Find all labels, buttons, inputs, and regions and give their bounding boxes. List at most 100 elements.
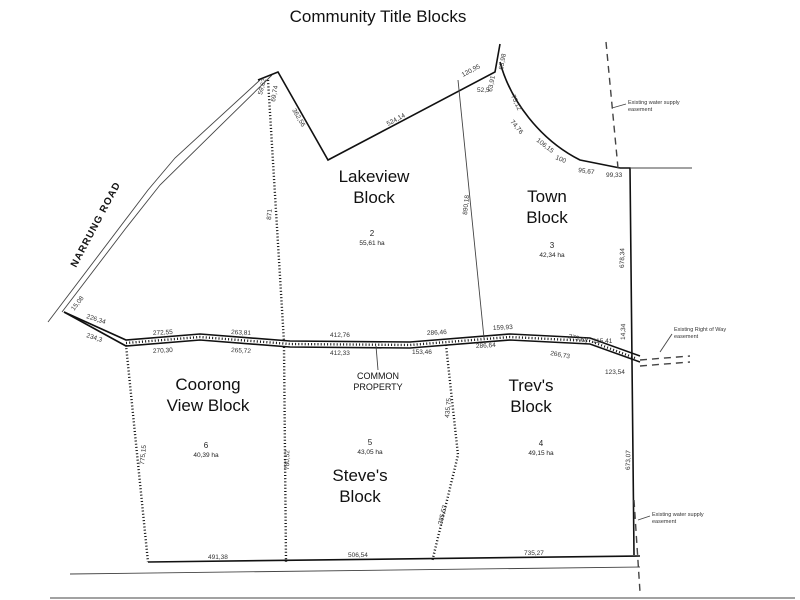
block-number: 5 — [368, 438, 373, 447]
block-steves[interactable]: 5 43,05 ha Steve's Block — [332, 438, 387, 506]
dim-row-m: 115,41 — [593, 338, 613, 345]
boundary-lakeview-coorong — [266, 79, 286, 343]
dim-top-f: 52,5 — [477, 87, 490, 94]
boundary-bottom — [147, 555, 641, 563]
dim-row-d: 286,46 — [427, 329, 448, 337]
dim-right-trev: 673,07 — [625, 450, 632, 470]
note-line2: easement — [674, 334, 699, 340]
block-name-line1: Steve's — [332, 466, 387, 485]
block-number: 3 — [550, 241, 555, 250]
boundary-bottom-ext — [69, 566, 641, 575]
dim-row-k: 273,68 — [568, 333, 589, 345]
block-name-line1: Lakeview — [339, 167, 411, 186]
dim-bottom-c: 735,27 — [524, 550, 544, 557]
right-of-way-easement-2 — [639, 361, 691, 367]
boundary-arc — [499, 61, 621, 169]
dim-road-a: 15,08 — [70, 295, 86, 312]
dim-arc-d: 100 — [554, 154, 567, 165]
common-property-label: COMMON PROPERTY — [353, 345, 403, 392]
dim-mid-town: 890,18 — [462, 194, 471, 215]
note-line1: Existing water supply — [652, 512, 704, 518]
block-area: 42,34 ha — [539, 252, 565, 259]
note-water-top: Existing water supply easement — [611, 100, 680, 113]
dim-bottom-a: 491,38 — [208, 554, 228, 561]
dim-row-a: 272,55 — [153, 329, 174, 337]
note-leader — [659, 333, 673, 353]
block-coorong-view[interactable]: Coorong View Block 6 40,39 ha — [167, 375, 250, 459]
block-town[interactable]: Town Block 3 42,34 ha — [526, 187, 568, 259]
common-strip-ticks — [125, 335, 636, 360]
dim-top-e: 120,95 — [461, 63, 482, 79]
dim-arc-f: 99,33 — [606, 172, 623, 179]
block-name-line1: Coorong — [175, 375, 240, 394]
block-area: 55,61 ha — [359, 240, 385, 247]
note-water-bottom: Existing water supply easement — [637, 512, 704, 525]
dim-arc-b: 74,76 — [508, 119, 524, 136]
block-name-line1: Town — [527, 187, 567, 206]
block-lakeview[interactable]: Lakeview Block 2 55,61 ha — [339, 167, 411, 247]
common-property-leader — [375, 345, 379, 371]
note-line2: easement — [652, 519, 677, 525]
boundary-top — [257, 43, 501, 162]
boundary-lakeview-town — [457, 79, 485, 339]
boundary-coorong-west — [124, 344, 150, 563]
dim-row-g: 265,72 — [231, 347, 252, 355]
road-label: NARRUNG ROAD — [69, 180, 123, 269]
road-edge-west — [47, 79, 261, 323]
dim-top-h: 63,91 — [487, 75, 497, 93]
dim-row-n: 14,34 — [620, 323, 627, 340]
dim-mid-steve-b: 385,53 — [437, 504, 449, 525]
dim-row-i: 153,46 — [412, 349, 432, 356]
block-name-line2: Block — [510, 397, 552, 416]
water-easement-top — [605, 41, 619, 169]
block-name-line2: Block — [526, 208, 568, 227]
dim-top-g: 63,98 — [498, 53, 508, 71]
dim-mid-steve: 435,75 — [444, 397, 453, 418]
block-area: 49,15 ha — [528, 450, 554, 457]
dim-arc-c: 106,15 — [535, 137, 555, 155]
block-name-line2: Block — [339, 487, 381, 506]
right-of-way-easement — [639, 355, 691, 361]
boundary-coorong-steve — [282, 346, 288, 563]
block-name-line2: View Block — [167, 396, 250, 415]
note-leader — [611, 103, 627, 109]
dim-top-d: 524,14 — [386, 112, 407, 128]
dim-mid-lake: 871 — [266, 208, 274, 220]
dim-mid-coorong: 780,52 — [284, 450, 291, 470]
block-area: 43,05 ha — [357, 449, 383, 456]
block-number: 2 — [370, 229, 375, 238]
common-strip-bottom — [63, 311, 641, 363]
common-line2: PROPERTY — [353, 382, 402, 392]
note-leader — [637, 515, 651, 521]
water-easement-bottom — [633, 499, 641, 593]
common-line1: COMMON — [357, 371, 399, 381]
block-trevs[interactable]: Trev's Block 4 49,15 ha — [508, 376, 554, 457]
boundary-right — [620, 167, 635, 556]
dim-right-town: 678,34 — [619, 248, 626, 268]
dim-row-j: 286,64 — [476, 342, 497, 350]
dim-arc-a: 75,12 — [509, 94, 522, 112]
dim-top-b: 69,74 — [270, 85, 280, 103]
note-right-of-way: Existing Right of Way easement — [659, 327, 726, 353]
dim-road-b: 226,34 — [85, 313, 106, 326]
note-line1: Existing water supply — [628, 100, 680, 106]
boundary-steve-trev — [430, 344, 460, 563]
map-title: Community Title Blocks — [290, 7, 467, 26]
block-number: 4 — [539, 439, 544, 448]
dim-row-h: 412,33 — [330, 350, 350, 357]
dim-row-l: 266,73 — [550, 350, 571, 360]
dim-row-o: 123,54 — [605, 369, 625, 376]
note-line2: easement — [628, 107, 653, 113]
block-number: 6 — [204, 441, 209, 450]
dim-top-a: 59,62 — [257, 78, 268, 96]
common-strip-top — [63, 311, 641, 357]
block-area: 40,39 ha — [193, 452, 219, 459]
dim-bottom-b: 506,54 — [348, 552, 368, 559]
block-name-line2: Block — [353, 188, 395, 207]
dim-row-f: 270,30 — [153, 347, 174, 355]
dim-row-b: 263,81 — [231, 329, 252, 337]
note-line1: Existing Right of Way — [674, 327, 726, 333]
road-edge-east — [61, 74, 273, 313]
dim-row-e: 159,93 — [493, 324, 514, 332]
